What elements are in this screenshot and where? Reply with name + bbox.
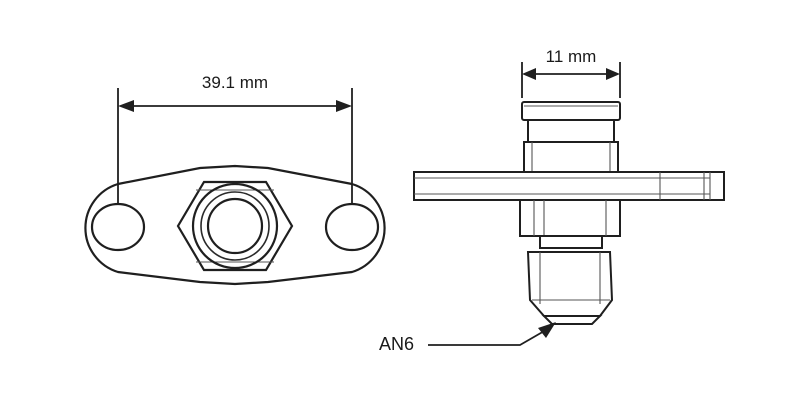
lower-hex xyxy=(519,199,621,237)
fitting-middle-ring xyxy=(200,191,270,261)
callout-an6-label: AN6 xyxy=(379,334,414,354)
arrowhead-right xyxy=(336,100,352,112)
side-view: 11 mm AN6 xyxy=(379,47,725,354)
front-view: 39.1 mm xyxy=(84,73,386,286)
arrowhead-side-left xyxy=(522,68,536,80)
callout-leader xyxy=(428,329,547,346)
dimension-width-label: 39.1 mm xyxy=(202,73,268,92)
fitting-outer-ring xyxy=(191,182,279,270)
left-bolt-hole xyxy=(90,202,146,252)
callout-arrowhead xyxy=(538,322,556,338)
fitting-inner-bore xyxy=(206,197,264,255)
upper-shoulder xyxy=(523,141,619,173)
an6-fitting xyxy=(526,251,614,317)
hex-nut xyxy=(176,180,294,272)
hex-chamfer xyxy=(196,189,274,263)
flange-outline xyxy=(84,164,386,286)
flange-plate xyxy=(413,171,725,201)
dimension-side-label: 11 mm xyxy=(546,47,597,66)
arrowhead-left xyxy=(118,100,134,112)
right-bolt-hole xyxy=(324,202,380,252)
upper-body xyxy=(527,119,615,143)
top-cap xyxy=(521,101,621,121)
arrowhead-side-right xyxy=(606,68,620,80)
fitting-tip xyxy=(541,315,603,325)
neck xyxy=(539,235,603,249)
